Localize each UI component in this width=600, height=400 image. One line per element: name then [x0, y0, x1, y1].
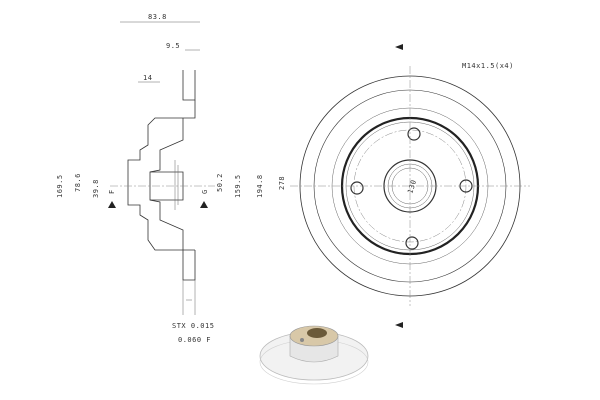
marker-g-label: G [201, 189, 209, 194]
dim-offset: 9.5 [166, 42, 180, 50]
preview-bolt-hole [300, 338, 304, 342]
rotation-arrow-top [395, 44, 403, 50]
bolt-spec-label: M14x1.5(x4) [462, 62, 514, 70]
disc-outer-ring-top [182, 70, 196, 101]
hub-bearing-lines [174, 160, 179, 210]
marker-f-label: F [108, 189, 116, 194]
disc-3d-preview [259, 325, 369, 385]
dim-overall-width: 83.8 [148, 13, 167, 21]
bolt-hole-top [407, 127, 421, 141]
face-view: 130 M14x1.5(x4) [290, 44, 530, 328]
lower-spigot [182, 280, 196, 315]
preview-bore [307, 328, 327, 338]
dim-d3: 39.8 [92, 179, 100, 198]
hub-profile [127, 100, 196, 251]
dim-d7: 278 [278, 176, 286, 190]
tolerance-runout: STX 0.015 [172, 322, 214, 330]
dim-d5: 159.5 [234, 174, 242, 198]
bolt-hole-bottom [405, 236, 419, 250]
rotation-arrow-bottom [395, 322, 403, 328]
datum-triangle-g [200, 201, 208, 208]
datum-triangle-f [108, 201, 116, 208]
dim-d4: 50.2 [216, 173, 224, 192]
dim-d6: 194.8 [256, 174, 264, 198]
tolerance-flatness: 0.060 F [178, 336, 211, 344]
section-view: 83.8 9.5 14 169.5 78.6 39.8 F G 50.2 159… [56, 13, 286, 344]
disc-outer-ring-bottom [182, 250, 196, 281]
dim-flange: 14 [143, 74, 152, 82]
dim-d1: 169.5 [56, 174, 64, 198]
bolt-hole-left [350, 181, 364, 195]
dim-d2: 78.6 [74, 173, 82, 192]
pcd-label: 130 [406, 179, 418, 195]
